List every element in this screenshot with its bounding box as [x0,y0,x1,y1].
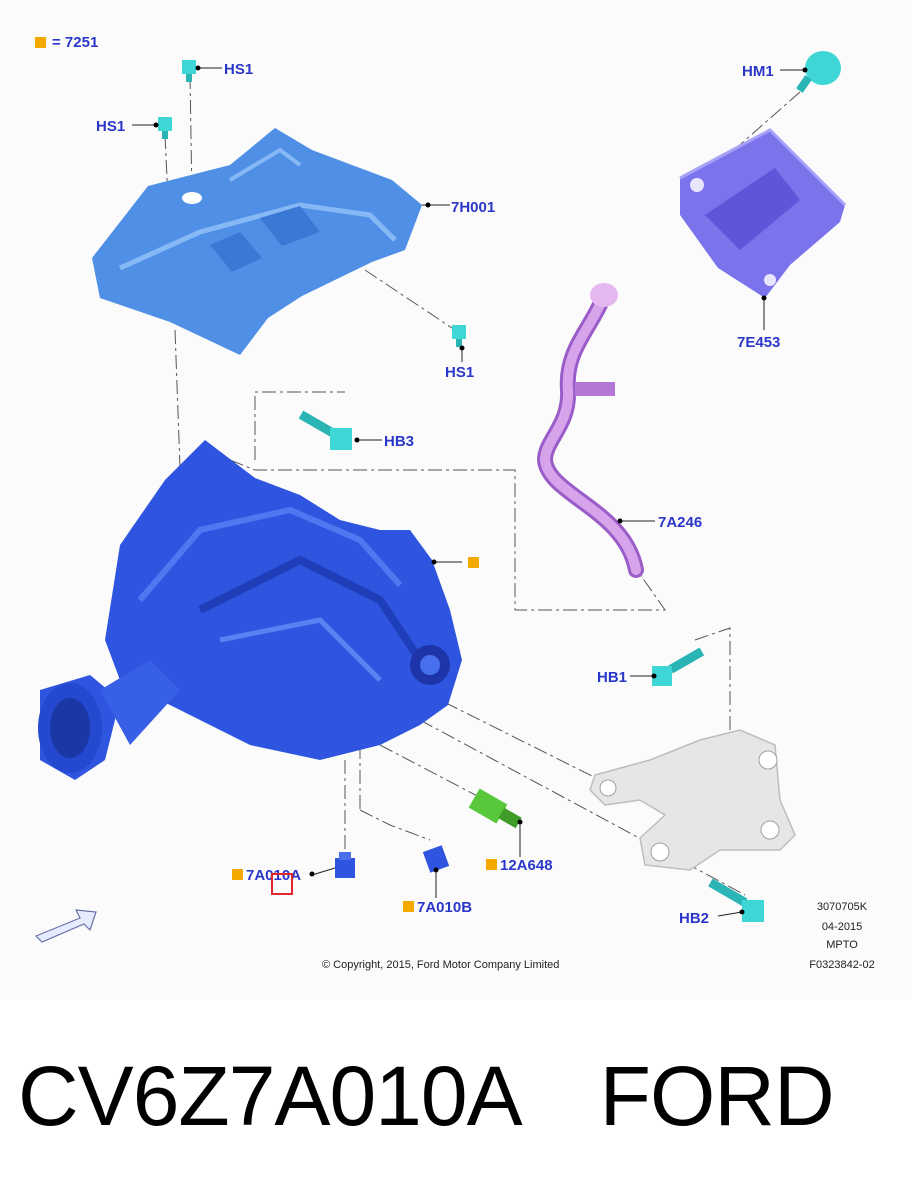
label-7e453: 7E453 [737,334,780,351]
marker-7251-housing [468,557,479,568]
label-7h001: 7H001 [451,199,495,216]
bolt-hb1 [652,647,705,686]
marker-7251-7a010b [403,901,414,912]
label-12a648: 12A648 [500,857,553,874]
plug-7a010b [422,845,450,873]
sensor-12a648 [468,788,522,829]
brand-name: FORD [599,1049,835,1143]
ref-figure-number: F0323842-02 [809,959,874,971]
label-hs1-left: HS1 [96,118,125,135]
control-module-7e453 [679,128,847,298]
mounting-bracket [589,729,796,871]
ref-date: 04-2015 [822,921,862,933]
product-caption: CV6Z7A010A FORD [18,1048,898,1158]
label-hb1: HB1 [597,669,627,686]
screw-hs1-right [452,325,466,347]
label-7a246: 7A246 [658,514,702,531]
label-7a010a: 7A010A [246,867,301,884]
screw-hs1-top [182,60,196,82]
ref-type: MPTO [826,939,858,951]
bolt-hb2 [708,878,764,922]
ref-code: 3070705K [817,901,868,913]
transfer-case-housing [38,440,462,780]
leader-lines [132,67,805,917]
bolt-hb3 [298,410,352,450]
exploded-parts-diagram: = 7251 [34,34,875,971]
vehicle-front-arrow-icon [34,909,97,943]
heat-shield-7h001 [92,128,422,355]
marker-7251-12a648 [486,859,497,870]
breather-tube-7a246 [536,283,644,578]
copyright: © Copyright, 2015, Ford Motor Company Li… [322,959,559,971]
legend-marker [35,37,46,48]
label-7a010b: 7A010B [417,899,472,916]
plug-7a010a [335,852,355,878]
label-hm1: HM1 [742,63,774,80]
screw-hs1-left [158,117,172,139]
legend-text: = 7251 [52,34,98,51]
part-number: CV6Z7A010A [18,1049,523,1143]
label-hb3: HB3 [384,433,414,450]
alignment-lines [164,74,801,896]
label-hs1-right: HS1 [445,364,474,381]
marker-7251-7a010a [232,869,243,880]
highlight-box [271,873,293,895]
bolt-hm1 [796,51,841,93]
label-hb2: HB2 [679,910,709,927]
label-hs1-top: HS1 [224,61,253,78]
